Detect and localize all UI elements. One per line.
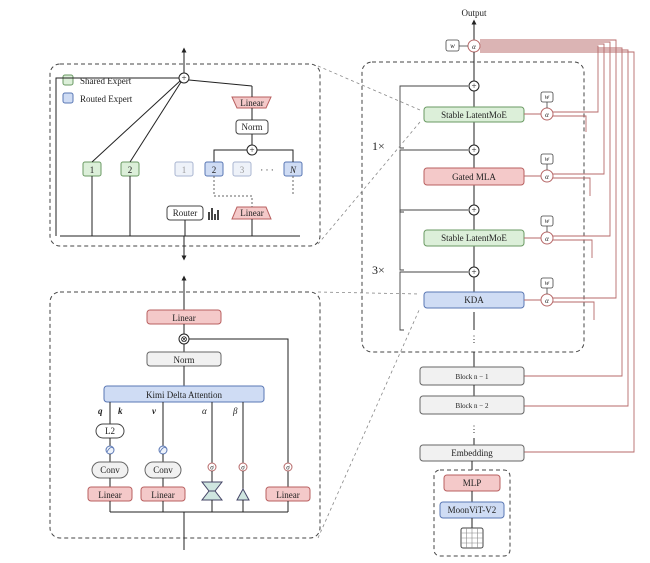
attn-linear-top-label: Linear — [172, 313, 195, 323]
stable-latent-moe-label-2: Stable LatentMoE — [441, 233, 507, 243]
zoom-connectors — [317, 65, 421, 539]
kimi-delta-attention-label: Kimi Delta Attention — [146, 390, 222, 400]
alpha-node-4: α w — [524, 277, 554, 307]
svg-text:+: + — [249, 145, 254, 155]
kda-label: KDA — [464, 295, 484, 305]
moe-frame — [49, 63, 321, 247]
legend-shared-label: Shared Expert — [80, 76, 132, 86]
svg-text:w: w — [545, 279, 550, 287]
stable-latent-moe-label-1: Stable LatentMoE — [441, 110, 507, 120]
moe-linear-top — [231, 96, 272, 109]
stack-frame — [361, 61, 585, 353]
block-n-2-label: Block n − 2 — [456, 402, 489, 410]
svg-text:σ: σ — [241, 464, 245, 472]
svg-text:1: 1 — [90, 165, 95, 175]
attn-linear-1-label: Linear — [98, 490, 121, 500]
routed-dots: · · · — [260, 165, 274, 175]
conv-label-2: Conv — [153, 465, 173, 475]
gate-sigma-node — [283, 462, 293, 472]
attn-norm-label: Norm — [174, 355, 195, 365]
beta-input-label: β — [232, 406, 238, 416]
plus-node-1: + — [468, 80, 480, 92]
routed-expert-1 — [174, 161, 194, 177]
svg-text:α: α — [545, 235, 549, 243]
repeat-3x-label: 3× — [372, 263, 385, 277]
moe-norm-label: Norm — [242, 122, 263, 132]
block-n-1-label: Block n − 1 — [456, 373, 489, 381]
svg-text:+: + — [471, 205, 476, 215]
image-grid-icon — [460, 527, 484, 549]
alpha-node-2: α w — [524, 153, 554, 183]
svg-text:+: + — [181, 73, 186, 83]
legend-routed-swatch — [62, 92, 74, 104]
moonvit-label: MoonViT-V2 — [448, 505, 497, 515]
moe-linear-bottom — [231, 206, 272, 220]
q-label: q — [98, 406, 103, 416]
block-n-2 — [419, 395, 525, 415]
vision-encoder-frame — [433, 469, 511, 557]
plus-node-2: + — [468, 144, 480, 156]
moe-panel: Shared Expert Routed Expert + Linear Nor… — [49, 47, 321, 261]
alpha-bottleneck-bottom — [200, 490, 224, 501]
attention-panel: Linear ⊗ Norm Kimi Delta Attention q k v… — [49, 275, 321, 550]
attn-linear-2-label: Linear — [151, 490, 174, 500]
alpha-node-1: α w — [524, 91, 554, 121]
attn-linear-3-label: Linear — [276, 490, 299, 500]
alpha-bottleneck-top — [200, 481, 224, 492]
mlp-label: MLP — [463, 478, 482, 488]
svg-text:+: + — [471, 267, 476, 277]
attention-frame — [49, 291, 321, 539]
lower-dots: ⋮ — [470, 424, 479, 434]
k-label: k — [118, 406, 123, 416]
beta-projection — [236, 487, 250, 501]
svg-text:α: α — [545, 111, 549, 119]
svg-text:2: 2 — [212, 165, 217, 175]
embedding-label: Embedding — [451, 448, 493, 458]
router-label: Router — [173, 208, 198, 218]
qk-activation-icon — [105, 445, 115, 455]
alpha-input-label: α — [202, 406, 207, 416]
svg-text:2: 2 — [128, 165, 133, 175]
svg-text:w: w — [545, 155, 550, 163]
output-w-label: w — [450, 42, 455, 50]
block-n-1 — [419, 366, 525, 386]
repeat-1x-label: 1× — [372, 139, 385, 153]
svg-text:σ: σ — [286, 464, 290, 472]
routed-expert-3 — [232, 161, 252, 177]
svg-text:+: + — [471, 81, 476, 91]
residual-bus — [480, 39, 635, 453]
plus-node-4: + — [468, 266, 480, 278]
svg-text:α: α — [545, 173, 549, 181]
svg-text:σ: σ — [210, 464, 214, 472]
l2-norm-label: L2 — [105, 426, 115, 436]
output-label: Output — [461, 8, 487, 18]
moe-linear-bottom-label: Linear — [240, 208, 263, 218]
alpha-node-3: α w — [524, 215, 554, 245]
v-label: v — [152, 406, 157, 416]
stack-dots: ⋮ — [470, 334, 479, 344]
conv-label-1: Conv — [100, 465, 120, 475]
svg-text:1: 1 — [182, 165, 187, 175]
gated-mla-label: Gated MLA — [452, 172, 496, 182]
stable-latent-moe-block-1 — [423, 106, 525, 123]
moe-linear-top-label: Linear — [240, 98, 263, 108]
router-bar-icon — [208, 208, 219, 220]
svg-text:w: w — [545, 93, 550, 101]
plus-node-3: + — [468, 204, 480, 216]
layer-stack: Output α w 1× 3× ⋮ + + + + St — [361, 8, 635, 557]
svg-text:+: + — [471, 145, 476, 155]
svg-text:⊗: ⊗ — [180, 334, 188, 344]
output-alpha-label: α — [472, 43, 476, 51]
svg-text:α: α — [545, 297, 549, 305]
svg-text:3: 3 — [240, 165, 245, 175]
v-activation-icon — [158, 445, 168, 455]
gated-mla-block — [423, 167, 525, 186]
svg-text:w: w — [545, 217, 550, 225]
legend-routed-label: Routed Expert — [80, 94, 133, 104]
svg-text:N: N — [289, 165, 297, 175]
output-w-box — [445, 39, 460, 52]
kimi-delta-attention-block — [103, 385, 265, 403]
legend-shared-swatch — [62, 74, 74, 86]
